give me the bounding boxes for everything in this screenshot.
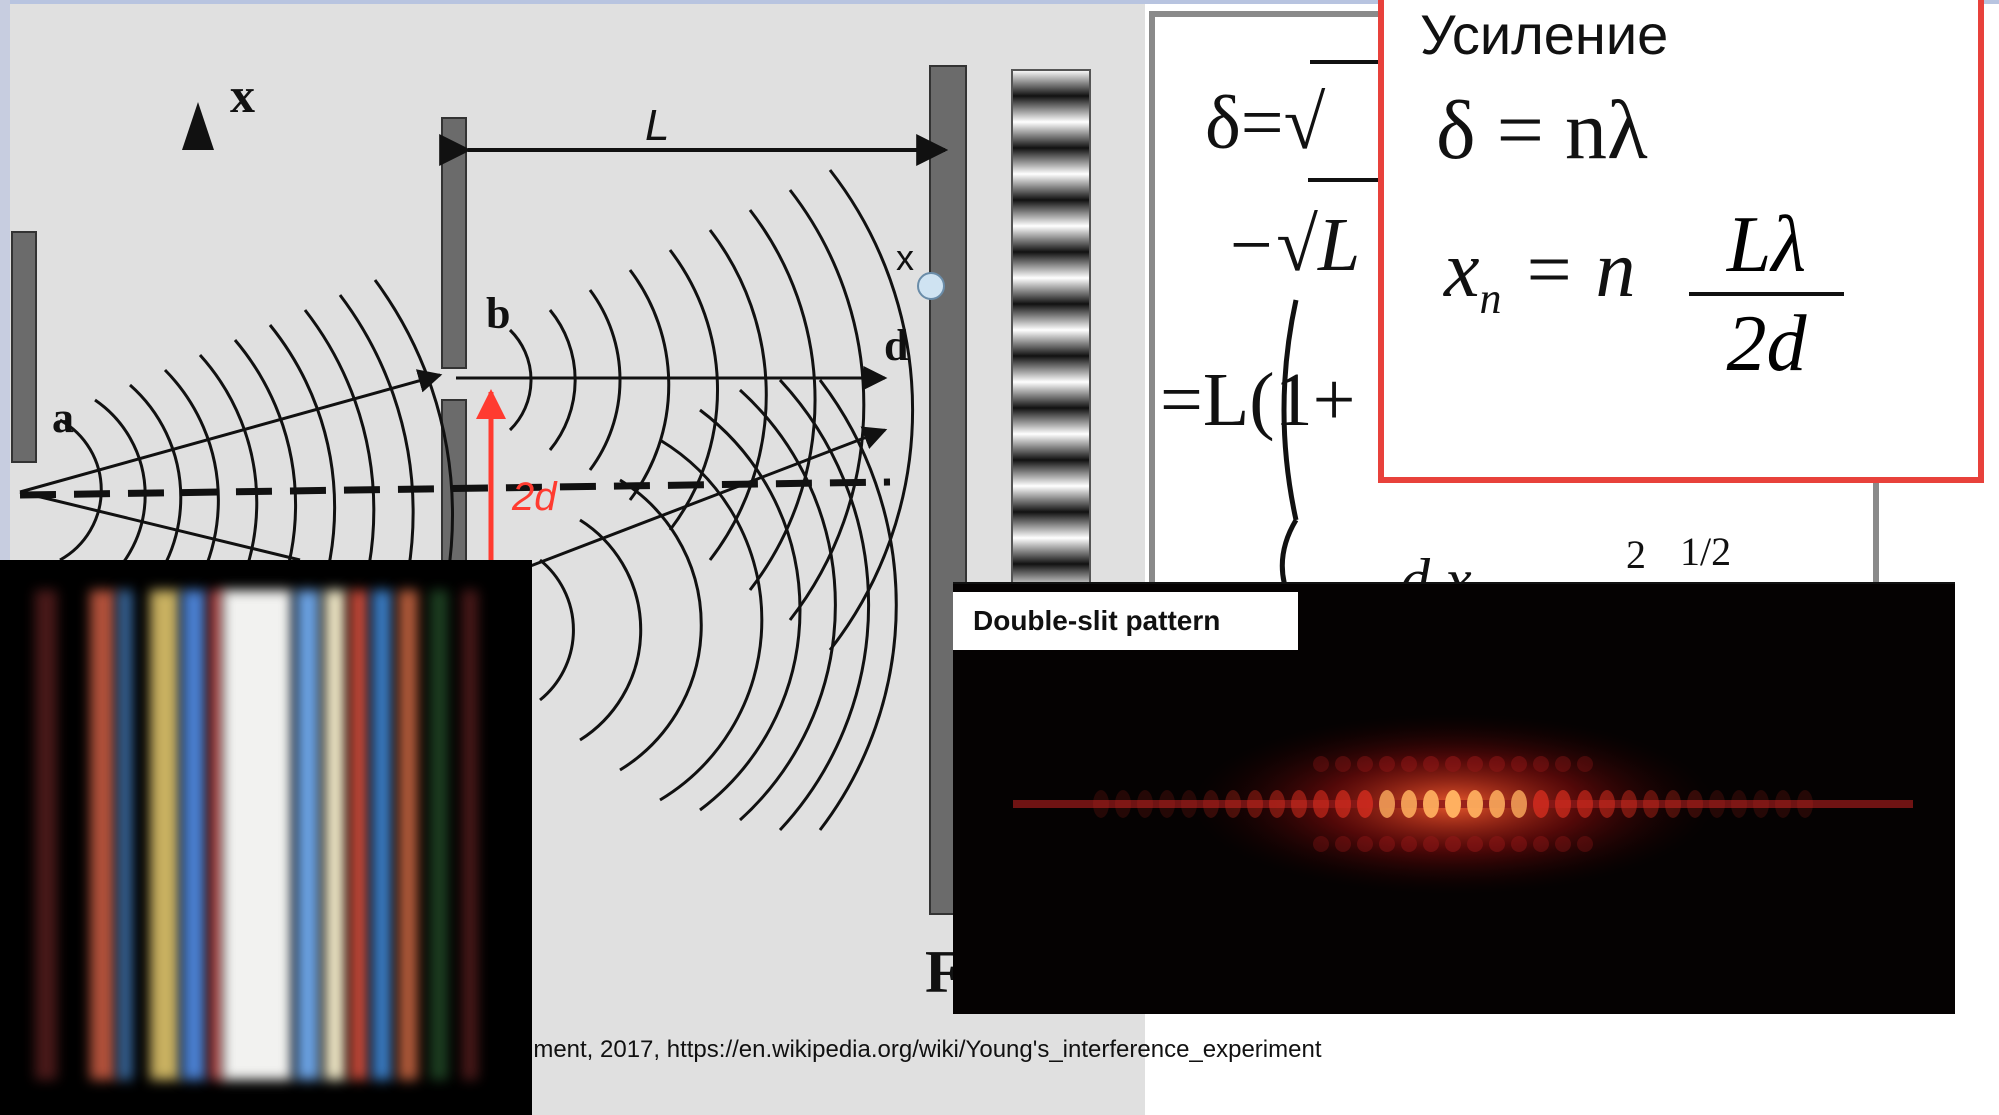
formula-subscript: n	[1479, 274, 1502, 323]
distance-label: L	[645, 101, 669, 150]
fringe-dot	[1423, 790, 1439, 818]
axis-label: x	[230, 67, 255, 123]
screen-point	[917, 272, 945, 300]
fringe-dot	[1511, 790, 1527, 818]
derivation-line3: =L(1+	[1160, 358, 1355, 442]
point-a-label: a	[52, 393, 74, 442]
fringe-dot	[1093, 790, 1109, 818]
fringe-dot	[1313, 836, 1329, 852]
point-d-label: d	[884, 321, 908, 370]
fringe-dot	[1291, 790, 1307, 818]
formula-middle: = n	[1501, 226, 1636, 314]
fringe-dot	[1269, 790, 1285, 818]
optical-axis	[19, 478, 891, 499]
fringe-dot	[1753, 790, 1769, 818]
fringe-dot	[1335, 756, 1351, 772]
fringe-dot	[1445, 836, 1461, 852]
fringe-dot	[1335, 836, 1351, 852]
boost-title: Усиление	[1420, 3, 1669, 66]
fringe-dot	[1467, 790, 1483, 818]
fraction-bar	[1689, 292, 1844, 296]
fringe-dot	[1225, 790, 1241, 818]
boost-condition-box: Усиление δ = nλ xn = n Lλ 2d	[1378, 0, 1984, 483]
fringe-dot	[1137, 790, 1153, 818]
fringe-dot	[1379, 790, 1395, 818]
fringe-dot	[1247, 790, 1263, 818]
fringe-dot	[1489, 836, 1505, 852]
fringe-dot	[1797, 790, 1813, 818]
fringe-dot	[1159, 790, 1175, 818]
fringe-dot	[1357, 756, 1373, 772]
fringe-dot	[1555, 756, 1571, 772]
fringe-dot	[1577, 836, 1593, 852]
derivation-line1: δ=√	[1205, 81, 1326, 165]
fringe-dots	[1093, 756, 1813, 852]
fringe-dot	[1445, 756, 1461, 772]
fringe-dot	[1423, 836, 1439, 852]
fringe-dot	[1489, 790, 1505, 818]
axis-arrow-icon	[182, 102, 214, 150]
fringe-dot	[1445, 790, 1461, 818]
fringe-dot	[1313, 790, 1329, 818]
fringe-dot	[1379, 836, 1395, 852]
fringe-dot	[1423, 756, 1439, 772]
white-light-fringes-photo	[0, 560, 532, 1115]
wavefronts-c	[539, 378, 898, 832]
fringe-dot	[1775, 790, 1791, 818]
fringe-dot	[1731, 790, 1747, 818]
fringe-dot	[1599, 790, 1615, 818]
fringe-dot	[1555, 790, 1571, 818]
fringe-dot	[1313, 756, 1329, 772]
fringe-dot	[1533, 836, 1549, 852]
screen-point-label: x	[896, 237, 914, 278]
slit-a-upper	[11, 231, 37, 463]
fringe-dot	[1533, 790, 1549, 818]
fringe-dot	[1181, 790, 1197, 818]
fringe-dot	[1687, 790, 1703, 818]
point-b-label: b	[486, 289, 510, 338]
separation-label: 2d	[511, 475, 558, 519]
fringe-dot	[1533, 756, 1549, 772]
fringe-dot	[1203, 790, 1219, 818]
double-slit-pattern-photo: Double-slit pattern	[953, 584, 1955, 1014]
fringe-dot	[1643, 790, 1659, 818]
fringe-dot	[1401, 836, 1417, 852]
path-difference-formula: δ = nλ	[1436, 84, 1648, 177]
fringe-dot	[1489, 756, 1505, 772]
fringe-dot	[1357, 790, 1373, 818]
slit-b-upper	[441, 117, 467, 369]
fringe-strip	[1011, 69, 1091, 591]
fringe-dot	[1379, 756, 1395, 772]
fringe-dot	[1467, 836, 1483, 852]
fringe-dot	[1357, 836, 1373, 852]
derivation-exponent-two: 2	[1626, 532, 1646, 577]
derivation-exponent-half: 1/2	[1680, 529, 1731, 574]
fringe-dot	[1511, 756, 1527, 772]
fringe-dot	[1577, 756, 1593, 772]
fringe-dot	[1467, 756, 1483, 772]
pattern-label: Double-slit pattern	[953, 592, 1298, 650]
fringe-dot	[1115, 790, 1131, 818]
source-caption: riment, 2017, https://en.wikipedia.org/w…	[520, 1036, 1322, 1063]
formula-x: x	[1444, 226, 1480, 314]
fringe-dot	[1621, 790, 1637, 818]
fringe-dot	[1401, 756, 1417, 772]
derivation-line2: −√L	[1225, 203, 1360, 287]
fringe-dot	[1665, 790, 1681, 818]
fringe-dot	[1709, 790, 1725, 818]
formula-fraction: Lλ 2d	[1689, 200, 1844, 390]
wavefronts-b	[508, 169, 915, 651]
fringe-dot	[1555, 836, 1571, 852]
fraction-denominator: 2d	[1726, 300, 1807, 388]
fraction-numerator: Lλ	[1726, 201, 1807, 289]
fringe-dot	[1577, 790, 1593, 818]
fringe-position-formula: xn = n	[1444, 225, 1636, 324]
fringe-dot	[1511, 836, 1527, 852]
laser-pattern	[1013, 714, 1913, 894]
fringe-dot	[1401, 790, 1417, 818]
fringe-dot	[1335, 790, 1351, 818]
